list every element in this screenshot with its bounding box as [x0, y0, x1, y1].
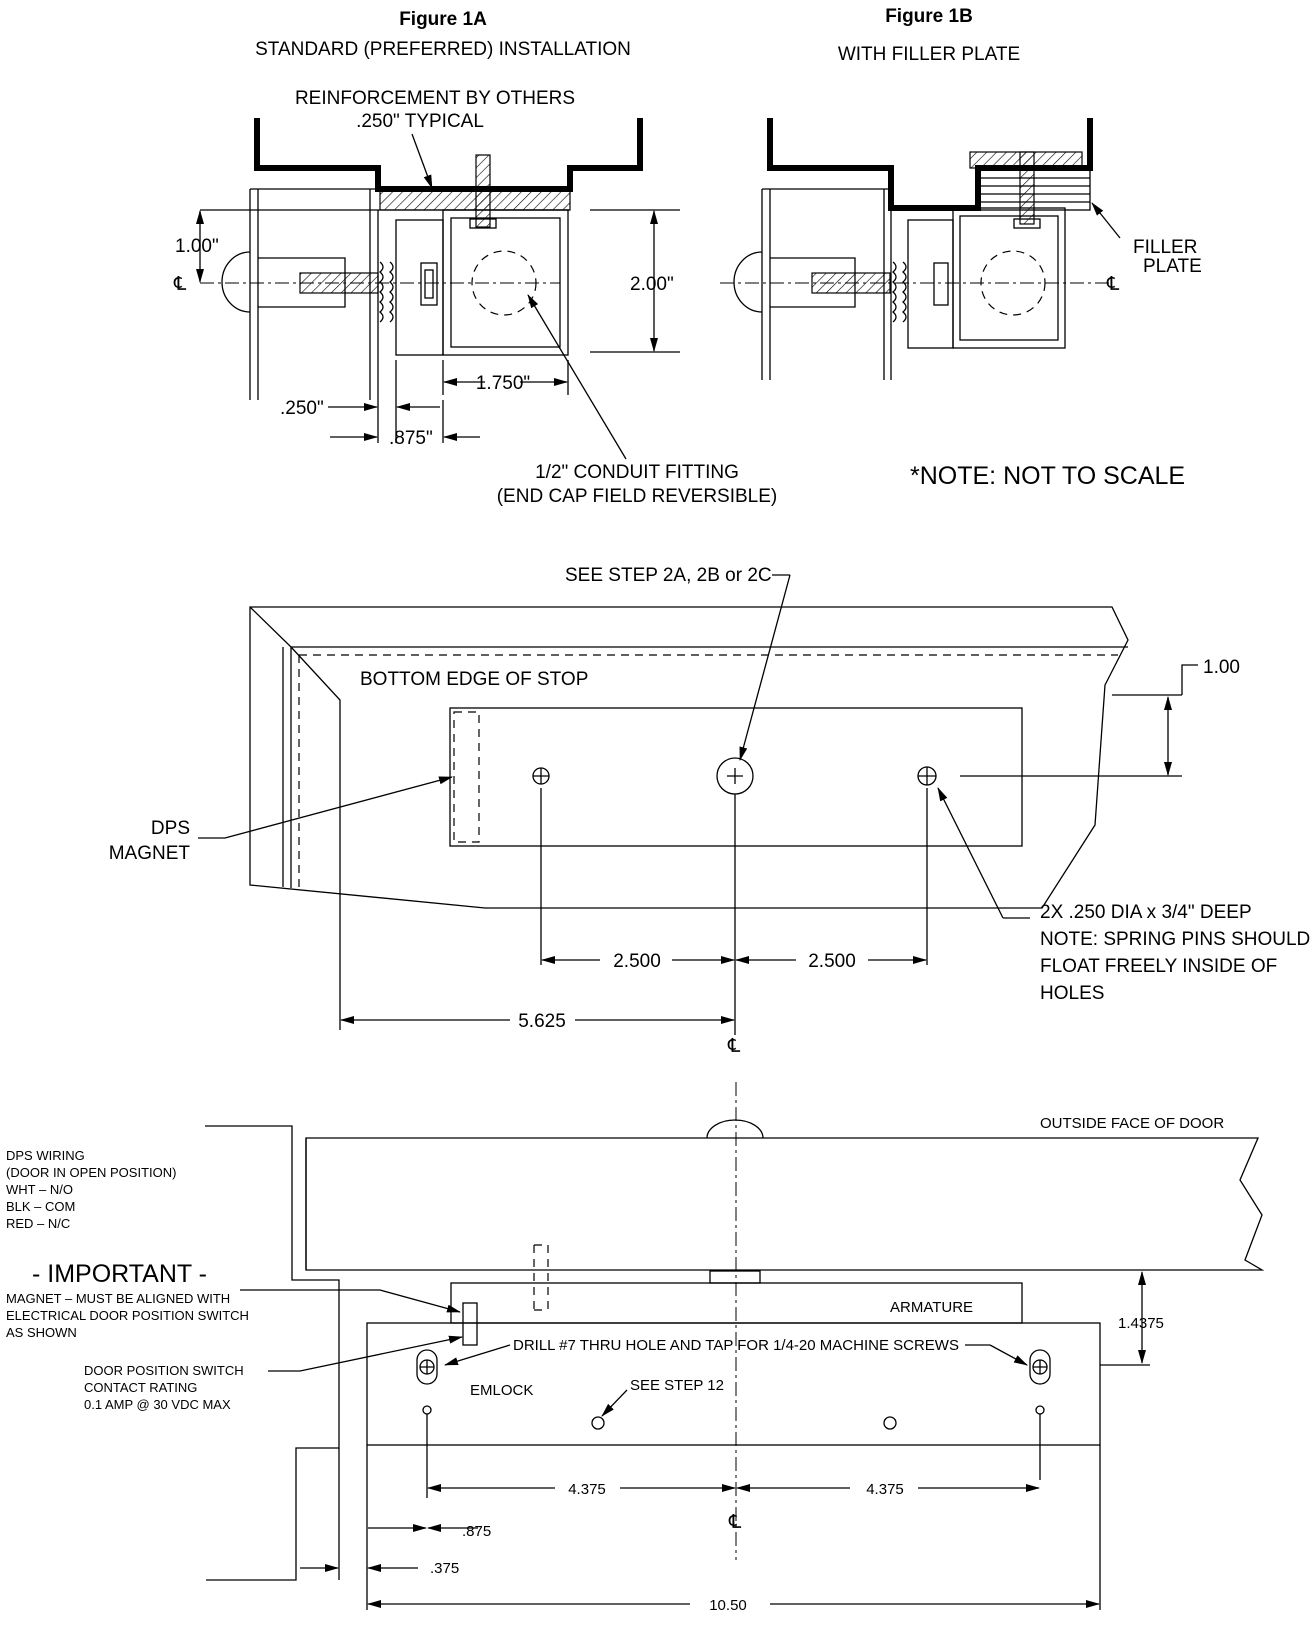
fig2-dps-magnet — [453, 711, 480, 843]
fig3-dps-wiring-state: (DOOR IN OPEN POSITION) — [6, 1165, 176, 1180]
fig3-magnet-note-3: AS SHOWN — [6, 1325, 77, 1340]
fig1a-mounting-bracket — [395, 219, 444, 356]
fig3-dps-wiring-blk: BLK – COM — [6, 1199, 75, 1214]
fig3-outside-face-label: OUTSIDE FACE OF DOOR — [1040, 1115, 1224, 1132]
fig3-dim-left-4375: 4.375 — [568, 1481, 606, 1498]
fig2-see-step-label: SEE STEP 2A, 2B or 2C — [565, 565, 772, 586]
fig1a-subtitle: STANDARD (PREFERRED) INSTALLATION — [255, 39, 631, 60]
fig1a-title: Figure 1A — [399, 9, 487, 30]
fig2-centerline-symbol: ℄ — [727, 1036, 741, 1057]
fig1a-reinforcement-plate — [379, 189, 571, 211]
figure-1b: Figure 1B WITH FILLER PLATE FILLER PLATE… — [720, 6, 1202, 490]
fig2-holes-note-2: FLOAT FREELY INSIDE OF — [1040, 956, 1277, 977]
fig3-magnet-note-2: ELECTRICAL DOOR POSITION SWITCH — [6, 1308, 249, 1323]
fig2-dim-5625: 5.625 — [518, 1011, 566, 1032]
fig3-emlock-body — [366, 1322, 1101, 1446]
fig3-door-outline — [305, 1137, 1265, 1271]
fig1a-dim-1-00: 1.00" — [175, 236, 219, 257]
fig3-left-screw-slot — [416, 1349, 438, 1385]
figure-1a: Figure 1A STANDARD (PREFERRED) INSTALLAT… — [173, 9, 777, 507]
fig2-holes-note: NOTE: SPRING PINS SHOULD — [1040, 929, 1310, 950]
fig1a-mounting-screw — [475, 154, 491, 228]
fig1a-reinforcement-thickness: .250" TYPICAL — [356, 111, 484, 132]
fig2-center-hole — [716, 757, 754, 795]
fig3-dps-rating-value: 0.1 AMP @ 30 VDC MAX — [84, 1397, 231, 1412]
fig2-right-pin-hole — [917, 766, 937, 786]
fig3-drill-note: DRILL #7 THRU HOLE AND TAP FOR 1/4-20 MA… — [513, 1337, 959, 1354]
fig3-dps-contact-rating: CONTACT RATING — [84, 1380, 197, 1395]
fig1a-dim-875: .875" — [389, 428, 433, 449]
fig3-dps-switch-label: DOOR POSITION SWITCH — [84, 1363, 244, 1378]
fig1a-dim-1-750: 1.750" — [476, 373, 530, 394]
fig2-left-pin-hole — [532, 767, 550, 785]
fig1b-subtitle: WITH FILLER PLATE — [838, 44, 1020, 65]
fig1a-conduit-end-cap: (END CAP FIELD REVERSIBLE) — [497, 486, 778, 507]
fig2-dim-1-00: 1.00 — [1203, 657, 1240, 678]
fig3-dim-10-50: 10.50 — [709, 1597, 747, 1614]
fig3-armature-label: ARMATURE — [890, 1299, 973, 1316]
fig3-dim-375: .375 — [430, 1560, 459, 1577]
fig2-dim-right-2500: 2.500 — [808, 951, 856, 972]
fig3-dim-right-4375: 4.375 — [866, 1481, 904, 1498]
fig1a-dim-2-00: 2.00" — [630, 274, 674, 295]
fig1a-spring — [378, 261, 394, 323]
fig2-dim-left-2500: 2.500 — [613, 951, 661, 972]
fig1b-centerline-symbol: ℄ — [1106, 274, 1120, 295]
fig1a-centerline-symbol: ℄ — [173, 274, 187, 295]
fig1b-title: Figure 1B — [885, 6, 973, 27]
fig3-step-12-hole — [591, 1416, 605, 1430]
fig3-dim-875: .875 — [462, 1523, 491, 1540]
fig2-dps-label: DPS — [151, 818, 190, 839]
fig3-centerline-symbol: ℄ — [728, 1512, 742, 1533]
fig3-dps-wiring-red: RED – N/C — [6, 1216, 70, 1231]
fig1a-spring-pin — [299, 272, 379, 294]
figure-2-stop-view: SEE STEP 2A, 2B or 2C BOTTOM EDGE OF STO… — [109, 565, 1310, 1057]
fig2-holes-note-3: HOLES — [1040, 983, 1104, 1004]
fig3-dps-wiring-wht: WHT – N/O — [6, 1182, 73, 1197]
fig3-right-screw-slot — [1029, 1349, 1051, 1385]
fig3-see-step-12: SEE STEP 12 — [630, 1377, 724, 1394]
fig1b-filler-plate-label: PLATE — [1143, 256, 1202, 277]
fig3-emlock-label: EMLOCK — [470, 1382, 533, 1399]
fig1a-dim-250: .250" — [280, 398, 324, 419]
fig2-holes-spec: 2X .250 DIA x 3/4" DEEP — [1040, 902, 1252, 923]
fig2-stop-outline — [249, 606, 1129, 909]
fig3-dim-1-4375: 1.4375 — [1118, 1315, 1164, 1332]
fig2-bottom-edge-label: BOTTOM EDGE OF STOP — [360, 669, 588, 690]
fig1a-frame-profile — [254, 118, 643, 192]
fig3-dps-magnet — [462, 1302, 478, 1346]
fig3-magnet-note-1: MAGNET – MUST BE ALIGNED WITH — [6, 1291, 230, 1306]
fig2-magnet-label: MAGNET — [109, 843, 191, 864]
fig1a-conduit-label: 1/2" CONDUIT FITTING — [535, 462, 739, 483]
fig1b-filler-label: FILLER — [1133, 237, 1197, 258]
fig1a-reinforcement-label: REINFORCEMENT BY OTHERS — [295, 88, 575, 109]
fig1a-door-dome — [221, 251, 251, 313]
figure-3-door-view: OUTSIDE FACE OF DOOR ARMATURE EMLOCK DRI… — [6, 1082, 1265, 1614]
fig3-door-dome — [706, 1119, 764, 1139]
fig3-important-heading: - IMPORTANT - — [32, 1260, 207, 1288]
not-to-scale-note: *NOTE: NOT TO SCALE — [910, 462, 1185, 490]
fig3-dps-wiring-title: DPS WIRING — [6, 1148, 85, 1163]
